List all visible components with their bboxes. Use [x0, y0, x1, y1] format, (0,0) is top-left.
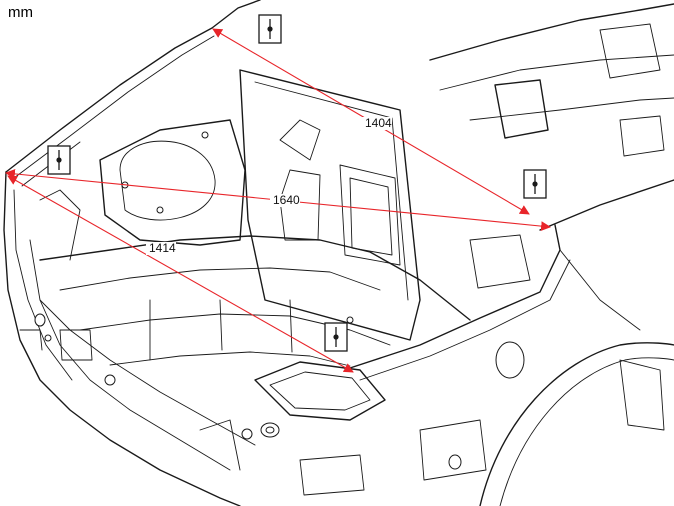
measurement-point-icon: [47, 145, 71, 175]
measurement-point-icon: [324, 322, 348, 352]
reference-markers: [47, 14, 547, 352]
panel-holes: [34, 131, 525, 470]
dimension-line-1414: [7, 175, 354, 373]
measurement-point-icon: [523, 169, 547, 199]
dimension-label-1414: 1414: [149, 241, 176, 255]
dimension-label-1404: 1404: [365, 116, 392, 130]
dimension-label-1640: 1640: [273, 193, 300, 207]
unit-label: mm: [8, 4, 33, 21]
body-outline: [3, 0, 674, 506]
measurement-point-icon: [258, 14, 282, 44]
dimension-labels: 1404 1640 1414: [146, 116, 392, 255]
